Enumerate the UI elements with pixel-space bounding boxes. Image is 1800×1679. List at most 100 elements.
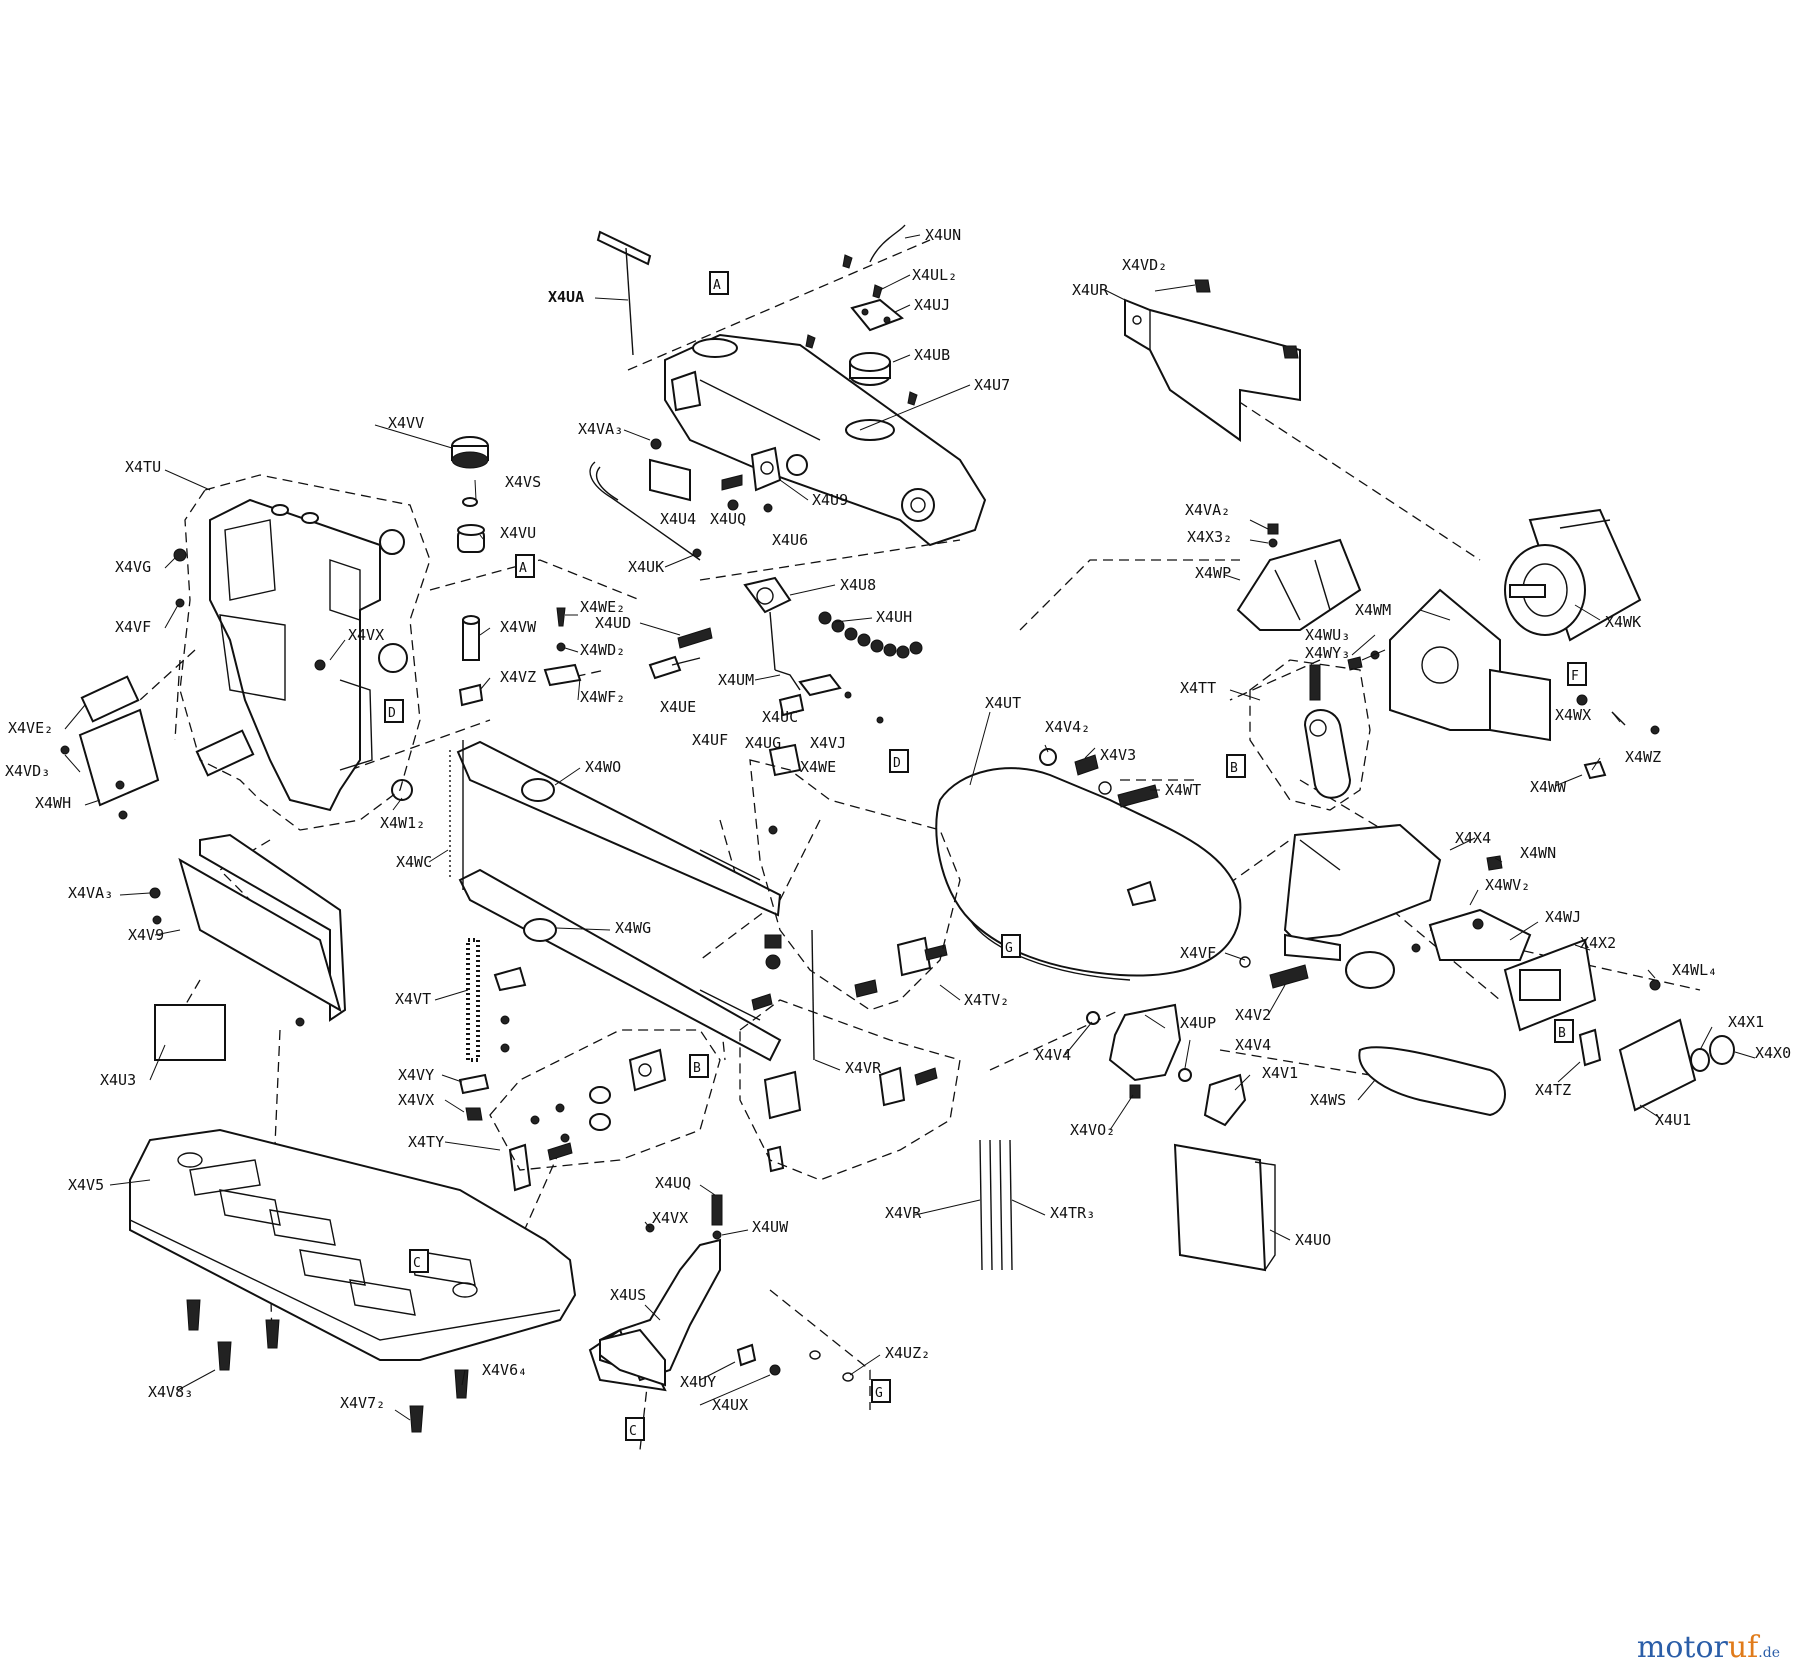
housing-assembly bbox=[60, 498, 413, 820]
label-x4wj: X4WJ bbox=[1545, 908, 1581, 926]
label-x4u3: X4U3 bbox=[100, 1071, 136, 1089]
label-x4u9: X4U9 bbox=[812, 491, 848, 509]
label-x4vr-bot: X4VR bbox=[885, 1204, 922, 1222]
label-x4ua: X4UA bbox=[548, 288, 584, 306]
watermark-brand-b: uf bbox=[1727, 1630, 1759, 1665]
label-x4wx: X4WX bbox=[1555, 706, 1591, 724]
label-x4wh: X4WH bbox=[35, 794, 71, 812]
side-cover bbox=[149, 833, 347, 1061]
marker-a-mid-letter: A bbox=[519, 561, 527, 576]
label-x4vf-left: X4VF bbox=[115, 618, 151, 636]
label-x4uc: X4UC bbox=[762, 708, 798, 726]
parts-bag bbox=[1173, 1143, 1276, 1272]
label-x4va3-top: X4VA₃ bbox=[578, 420, 623, 438]
marker-d-left-letter: D bbox=[388, 706, 396, 721]
marker-c-bot-letter: C bbox=[629, 1424, 637, 1439]
label-x4wk: X4WK bbox=[1605, 613, 1641, 631]
marker-b-right-letter: B bbox=[1230, 761, 1238, 776]
marker-c-base-letter: C bbox=[413, 1256, 421, 1271]
label-x4vj: X4VJ bbox=[810, 734, 846, 752]
marker-g-bot bbox=[871, 1379, 891, 1403]
marker-g-mid-letter: G bbox=[1005, 941, 1013, 956]
marker-a-top-letter: A bbox=[713, 278, 721, 293]
label-x4x0: X4X0 bbox=[1755, 1044, 1791, 1062]
saw-arms bbox=[449, 740, 782, 1062]
label-x4ud: X4UD bbox=[595, 614, 631, 632]
label-x4w12: X4W1₂ bbox=[380, 814, 425, 832]
label-x4x2: X4X2 bbox=[1580, 934, 1616, 952]
label-x4wc: X4WC bbox=[396, 853, 432, 871]
label-x4ws: X4WS bbox=[1310, 1091, 1346, 1109]
label-x4va3-left: X4VA₃ bbox=[68, 884, 113, 902]
marker-d-right-letter: D bbox=[893, 756, 901, 771]
label-x4uw: X4UW bbox=[752, 1218, 789, 1236]
marker-c-base bbox=[409, 1249, 429, 1273]
label-x4vx-bot: X4VX bbox=[652, 1209, 688, 1227]
label-x4v4-b: X4V4 bbox=[1235, 1036, 1271, 1054]
label-x4ur: X4UR bbox=[1072, 281, 1109, 299]
saw-base bbox=[129, 1128, 577, 1433]
label-x4u8: X4U8 bbox=[840, 576, 876, 594]
marker-c-bot bbox=[625, 1417, 645, 1441]
dust-housing bbox=[1283, 823, 1506, 1117]
label-x4u6: X4U6 bbox=[772, 531, 808, 549]
label-x4wf2: X4WF₂ bbox=[580, 688, 625, 706]
label-x4x32: X4X3₂ bbox=[1187, 528, 1232, 546]
label-x4v72: X4V7₂ bbox=[340, 1394, 385, 1412]
label-x4wd2: X4WD₂ bbox=[580, 641, 625, 659]
label-x4uy: X4UY bbox=[680, 1373, 716, 1391]
group-enclosures bbox=[179, 474, 1371, 1181]
worktable bbox=[935, 748, 1242, 981]
section-markers: A A D D B B F G G C C B bbox=[384, 271, 1587, 1441]
switch-assembly bbox=[1411, 908, 1735, 1112]
label-x4vz: X4VZ bbox=[500, 668, 536, 686]
marker-b-small-letter: B bbox=[1558, 1026, 1566, 1041]
label-x4up: X4UP bbox=[1180, 1014, 1216, 1032]
label-x4wn: X4WN bbox=[1520, 844, 1556, 862]
leader-lines bbox=[64, 234, 1756, 1421]
label-x4uk: X4UK bbox=[628, 558, 664, 576]
label-x4v64: X4V6₄ bbox=[482, 1361, 527, 1379]
marker-g-bot-letter: G bbox=[875, 1386, 883, 1401]
motor-assembly bbox=[1124, 279, 1660, 799]
label-x4v83: X4V8₃ bbox=[148, 1383, 193, 1401]
marker-f-right-letter: F bbox=[1571, 669, 1579, 684]
label-x4wl4: X4WL₄ bbox=[1672, 961, 1717, 979]
label-x4v42: X4V4₂ bbox=[1045, 718, 1090, 736]
label-x4vu: X4VU bbox=[500, 524, 536, 542]
label-x4vv: X4VV bbox=[388, 414, 424, 432]
label-x4tv2: X4TV₂ bbox=[964, 991, 1009, 1009]
label-x4vg: X4VG bbox=[115, 558, 151, 576]
label-x4x4: X4X4 bbox=[1455, 829, 1491, 847]
lower-blade-holder bbox=[508, 693, 948, 1192]
label-x4tr3: X4TR₃ bbox=[1050, 1204, 1095, 1222]
label-x4vr-mid: X4VR bbox=[845, 1059, 882, 1077]
marker-g-mid bbox=[1001, 934, 1021, 958]
label-x4uq-top: X4UQ bbox=[710, 510, 746, 528]
label-x4x1: X4X1 bbox=[1728, 1013, 1764, 1031]
tilt-bracket bbox=[1086, 956, 1309, 1127]
tension-bolt bbox=[458, 938, 527, 1121]
label-x4vf-mid: X4VF bbox=[1180, 944, 1216, 962]
label-x4wp: X4WP bbox=[1195, 564, 1231, 582]
label-x4ww: X4WW bbox=[1530, 778, 1567, 796]
label-x4wt: X4WT bbox=[1165, 781, 1201, 799]
label-x4vd2: X4VD₂ bbox=[1122, 256, 1167, 274]
marker-a-top bbox=[709, 271, 729, 295]
label-x4wg: X4WG bbox=[615, 919, 651, 937]
label-x4ut: X4UT bbox=[985, 694, 1021, 712]
label-x4wv2: X4WV₂ bbox=[1485, 876, 1530, 894]
watermark-brand-a: motor bbox=[1636, 1630, 1728, 1665]
label-x4u4: X4U4 bbox=[660, 510, 696, 528]
label-x4v9: X4V9 bbox=[128, 926, 164, 944]
label-x4vt: X4VT bbox=[395, 990, 431, 1008]
label-x4u1: X4U1 bbox=[1655, 1111, 1691, 1129]
marker-b-right bbox=[1226, 754, 1246, 778]
label-x4wz: X4WZ bbox=[1625, 748, 1661, 766]
label-x4vx-mid: X4VX bbox=[398, 1091, 434, 1109]
label-x4vy: X4VY bbox=[398, 1066, 434, 1084]
watermark-tld: .de bbox=[1758, 1645, 1780, 1661]
label-x4vd3: X4VD₃ bbox=[5, 762, 50, 780]
label-x4vx-top: X4VX bbox=[348, 626, 384, 644]
